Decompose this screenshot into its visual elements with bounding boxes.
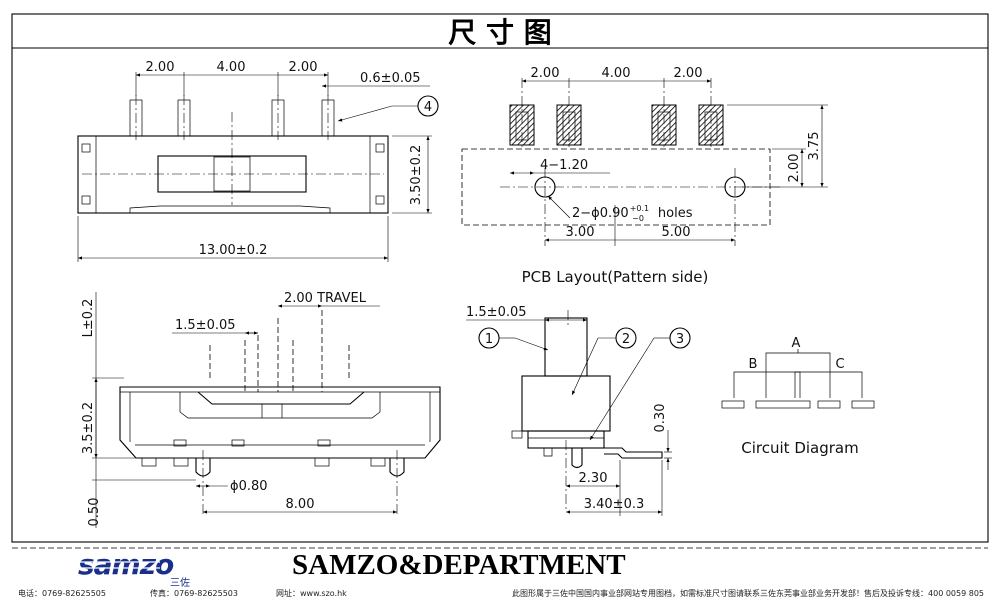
front-view: 2.00 4.00 2.00 0.6±0.05 4 3.50±0.2 13.00… [77, 60, 439, 262]
end-view: 1.5±0.05 1 2 3 0.30 2.30 3.40±0.3 [466, 305, 691, 516]
end-dim-actuator: 1.5±0.05 [466, 305, 527, 320]
callout-1: 1 [485, 332, 493, 347]
pcb-dim-hole-offset: 2.00 [787, 154, 802, 183]
side-dim-travel: 2.00 TRAVEL [284, 291, 367, 306]
pcb-dim-top-2: 4.00 [602, 66, 631, 81]
side-dim-pin-span: 8.00 [286, 497, 315, 512]
end-dim-inner: 2.30 [579, 471, 608, 486]
circuit-label-c: C [835, 357, 844, 372]
pcb-dim-top-1: 2.00 [531, 66, 560, 81]
pcb-dim-bottom-2: 5.00 [662, 225, 691, 240]
circuit-label-a: A [792, 336, 801, 351]
footer-phone: 电话：0769-82625505 [18, 588, 106, 598]
callout-2: 2 [622, 332, 630, 347]
side-dim-l: L±0.2 [81, 299, 96, 338]
front-dim-top-1: 2.00 [146, 60, 175, 75]
svg-text:三佐: 三佐 [170, 577, 190, 589]
circuit-pad-4 [851, 400, 875, 409]
callout-4: 4 [424, 100, 432, 115]
brand-name: SAMZO&DEPARTMENT [292, 549, 626, 581]
pcb-dim-pad: 4−1.20 [540, 158, 588, 173]
end-dim-pin-thk: 0.30 [653, 404, 668, 433]
pcb-dim-bottom-1: 3.00 [566, 225, 595, 240]
side-dim-body: 3.5±0.2 [81, 402, 96, 454]
circuit-pad-2 [755, 400, 811, 409]
svg-text:samzo: samzo [78, 548, 174, 581]
footer-notice: 此图形属于三佐中国国内事业部网站专用图档，如需标准尺寸图请联系三佐东莞事业部业务… [512, 588, 984, 598]
front-dim-top-3: 2.00 [289, 60, 318, 75]
samzo-logo: samzo 三佐 [75, 548, 205, 589]
front-dim-height: 3.50±0.2 [409, 145, 424, 206]
circuit-diagram: A B C Circuit Diagram [721, 336, 875, 457]
circuit-label-b: B [749, 357, 758, 372]
pcb-caption: PCB Layout(Pattern side) [522, 268, 709, 286]
side-dim-pin-dia: ϕ0.80 [230, 479, 268, 494]
end-dim-outer: 3.40±0.3 [584, 497, 645, 512]
page-title: 尺 寸 图 [448, 16, 552, 49]
footer-website: 网址：www.szo.hk [276, 588, 347, 598]
end-body [521, 375, 611, 432]
front-dim-pin-width: 0.6±0.05 [360, 71, 421, 86]
circuit-caption: Circuit Diagram [741, 439, 858, 457]
side-view: 2.00 TRAVEL 1.5±0.05 L±0.2 3.5±0.2 0.50 … [81, 291, 441, 528]
footer-fax: 传真：0769-82625503 [150, 588, 238, 598]
side-body [119, 386, 441, 459]
front-dim-length: 13.00±0.2 [199, 243, 268, 258]
circuit-pad-3 [817, 400, 841, 409]
front-dim-top-2: 4.00 [217, 60, 246, 75]
circuit-pad-1 [721, 400, 745, 409]
side-dim-actuator: 1.5±0.05 [175, 318, 236, 333]
footer: samzo 三佐 SAMZO&DEPARTMENT 电话：0769-826255… [12, 547, 988, 598]
side-dim-stub: 0.50 [87, 498, 102, 527]
end-actuator [544, 317, 588, 377]
callout-3: 3 [676, 332, 684, 347]
pcb-dim-pad-height: 3.75 [807, 132, 822, 161]
pcb-dim-top-3: 2.00 [674, 66, 703, 81]
sheet-border [11, 13, 989, 543]
front-body [77, 135, 389, 214]
